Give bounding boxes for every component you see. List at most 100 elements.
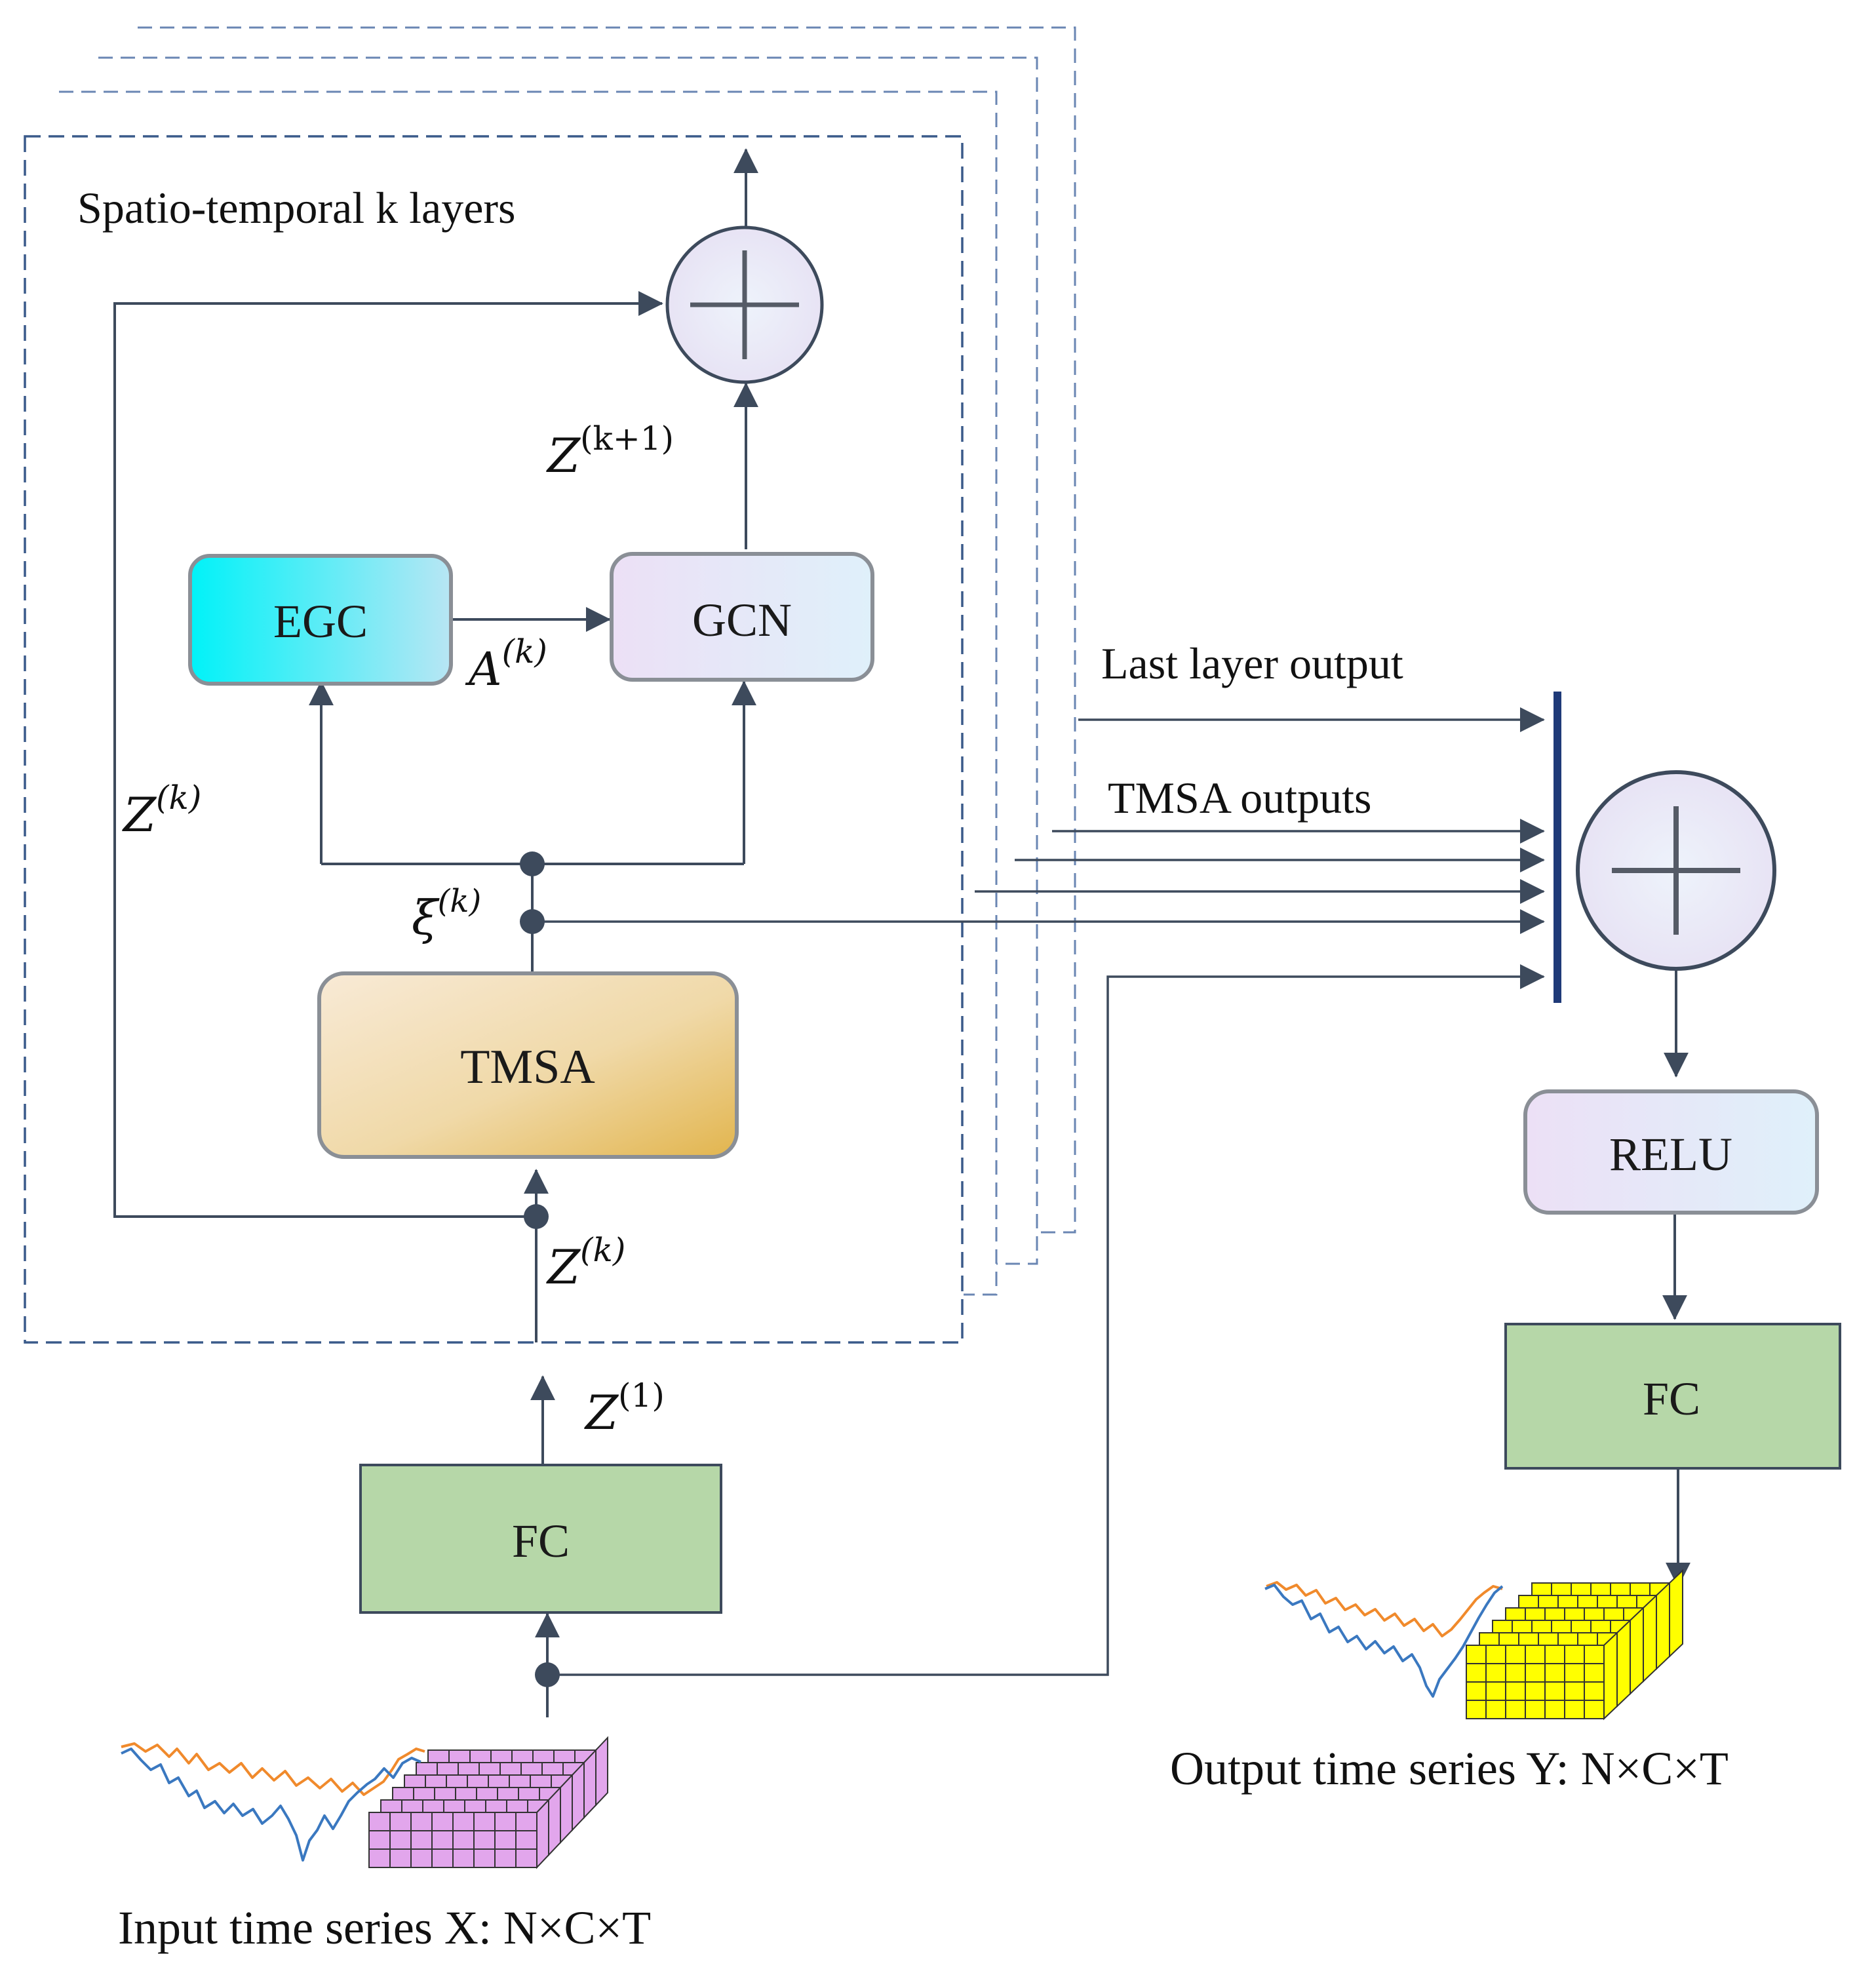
output-series-orange bbox=[1266, 1581, 1503, 1637]
input-caption: Input time series X: N×C×T bbox=[118, 1902, 651, 1954]
label-z-first: Z(1) bbox=[584, 1377, 665, 1440]
output-tensor-cell bbox=[1466, 1645, 1487, 1664]
output-tensor-cell bbox=[1485, 1681, 1506, 1701]
residual-skip-line bbox=[113, 291, 663, 1218]
label-tmsa-outputs: TMSA outputs bbox=[1108, 773, 1371, 823]
output-tensor-cell bbox=[1525, 1663, 1546, 1683]
output-tensor-slice bbox=[1466, 1631, 1618, 1721]
output-tensor-cell bbox=[1466, 1663, 1487, 1683]
input-tensor-cell bbox=[389, 1812, 412, 1831]
layer-title: Spatio-temporal k layers bbox=[77, 183, 515, 233]
input-tensor-cell bbox=[494, 1812, 517, 1831]
output-tensor-cell bbox=[1564, 1663, 1585, 1683]
egc-label: EGC bbox=[273, 595, 368, 648]
output-tensor-cell bbox=[1584, 1663, 1605, 1683]
output-tensor-cell bbox=[1485, 1663, 1506, 1683]
label-z-skip: Z(k) bbox=[122, 779, 201, 842]
input-tensor-cell bbox=[473, 1830, 496, 1850]
output-tensor-cell bbox=[1466, 1681, 1487, 1701]
input-tensor-cell bbox=[494, 1830, 517, 1850]
output-tensor-cell bbox=[1584, 1700, 1605, 1719]
output-tensor-cell bbox=[1466, 1700, 1487, 1719]
input-series-blue bbox=[121, 1748, 421, 1862]
input-tensor-cell bbox=[494, 1848, 517, 1868]
input-tensor-cell bbox=[515, 1830, 537, 1850]
output-tensor-cell bbox=[1564, 1681, 1585, 1701]
output-tensor-cell bbox=[1485, 1645, 1506, 1664]
input-tensor-stack bbox=[368, 1736, 608, 1869]
junction-dot-input-skip bbox=[535, 1662, 560, 1687]
output-tensor-cell bbox=[1505, 1663, 1526, 1683]
input-tensor-slice bbox=[368, 1798, 549, 1869]
input-tensor-cell bbox=[431, 1812, 454, 1831]
layer-frame-main bbox=[24, 135, 964, 1344]
input-tensor-cell bbox=[452, 1848, 475, 1868]
output-arrows bbox=[544, 707, 1545, 1676]
output-sum-node bbox=[1576, 770, 1776, 971]
input-tensor-cell bbox=[410, 1848, 433, 1868]
input-tensor-cell bbox=[515, 1848, 537, 1868]
input-tensor-cell bbox=[368, 1812, 391, 1831]
input-tensor-cell bbox=[410, 1812, 433, 1831]
layer-sum-node bbox=[665, 225, 824, 384]
fc-input-label: FC bbox=[512, 1515, 570, 1567]
tmsa-label: TMSA bbox=[460, 1040, 595, 1094]
input-tensor-cell bbox=[452, 1830, 475, 1850]
output-tensor-cell bbox=[1505, 1645, 1526, 1664]
fc-input-block: FC bbox=[359, 1464, 722, 1614]
output-series-blue bbox=[1264, 1584, 1504, 1698]
fc-output-block: FC bbox=[1504, 1323, 1841, 1470]
gcn-label: GCN bbox=[692, 594, 792, 646]
output-tensor-cell bbox=[1544, 1700, 1565, 1719]
input-tensor-cell bbox=[368, 1830, 391, 1850]
stacked-layer-frames bbox=[59, 26, 1076, 1296]
output-tensor-cell bbox=[1505, 1681, 1526, 1701]
egc-block: EGC bbox=[188, 554, 453, 686]
output-tensor-cell bbox=[1564, 1645, 1585, 1664]
output-tensor-cell bbox=[1485, 1700, 1506, 1719]
label-z-in: Z(k) bbox=[546, 1231, 625, 1295]
input-tensor-cell bbox=[368, 1848, 391, 1868]
label-z-next: Z(k+1) bbox=[546, 420, 674, 483]
relu-label: RELU bbox=[1609, 1128, 1732, 1181]
tmsa-block: TMSA bbox=[317, 971, 739, 1159]
input-tensor-cell bbox=[389, 1848, 412, 1868]
layer-frame-4 bbox=[138, 26, 1076, 1234]
relu-block: RELU bbox=[1523, 1089, 1819, 1215]
fc-output-label: FC bbox=[1643, 1373, 1700, 1425]
input-tensor-cell bbox=[515, 1812, 537, 1831]
output-tensor-cell bbox=[1544, 1663, 1565, 1683]
label-last-layer-output: Last layer output bbox=[1101, 638, 1403, 688]
output-tensor-cell bbox=[1584, 1645, 1605, 1664]
input-tensor-cell bbox=[410, 1830, 433, 1850]
output-caption: Output time series Y: N×C×T bbox=[1170, 1742, 1729, 1795]
output-tensor-cell bbox=[1525, 1700, 1546, 1719]
output-tensor-cell bbox=[1525, 1645, 1546, 1664]
input-series-orange bbox=[121, 1742, 425, 1796]
input-tensor-cell bbox=[431, 1830, 454, 1850]
concat-bar bbox=[1554, 692, 1561, 1003]
output-tensor-cell bbox=[1525, 1681, 1546, 1701]
input-tensor-cell bbox=[431, 1848, 454, 1868]
output-tensor-cell bbox=[1544, 1681, 1565, 1701]
gcn-block: GCN bbox=[610, 552, 874, 682]
output-tensor-stack bbox=[1466, 1569, 1683, 1721]
input-tensor-cell bbox=[389, 1830, 412, 1850]
output-tensor-cell bbox=[1544, 1645, 1565, 1664]
input-series-sketch bbox=[121, 1742, 425, 1862]
junction-dot-split bbox=[520, 851, 545, 876]
junction-dot-xi bbox=[520, 909, 545, 934]
output-tensor-cell bbox=[1505, 1700, 1526, 1719]
layer-connectors bbox=[113, 148, 758, 1342]
output-path-connectors bbox=[1662, 970, 1690, 1588]
label-adjacency: A(k) bbox=[465, 633, 547, 696]
output-tensor-cell bbox=[1564, 1700, 1585, 1719]
label-xi: ξ(k) bbox=[412, 883, 481, 945]
input-tensor-cell bbox=[473, 1848, 496, 1868]
input-tensor-cell bbox=[452, 1812, 475, 1831]
input-skip-arrow bbox=[547, 964, 1545, 1676]
input-tensor-cell bbox=[473, 1812, 496, 1831]
output-tensor-cell bbox=[1584, 1681, 1605, 1701]
junction-dot-input bbox=[524, 1204, 549, 1229]
